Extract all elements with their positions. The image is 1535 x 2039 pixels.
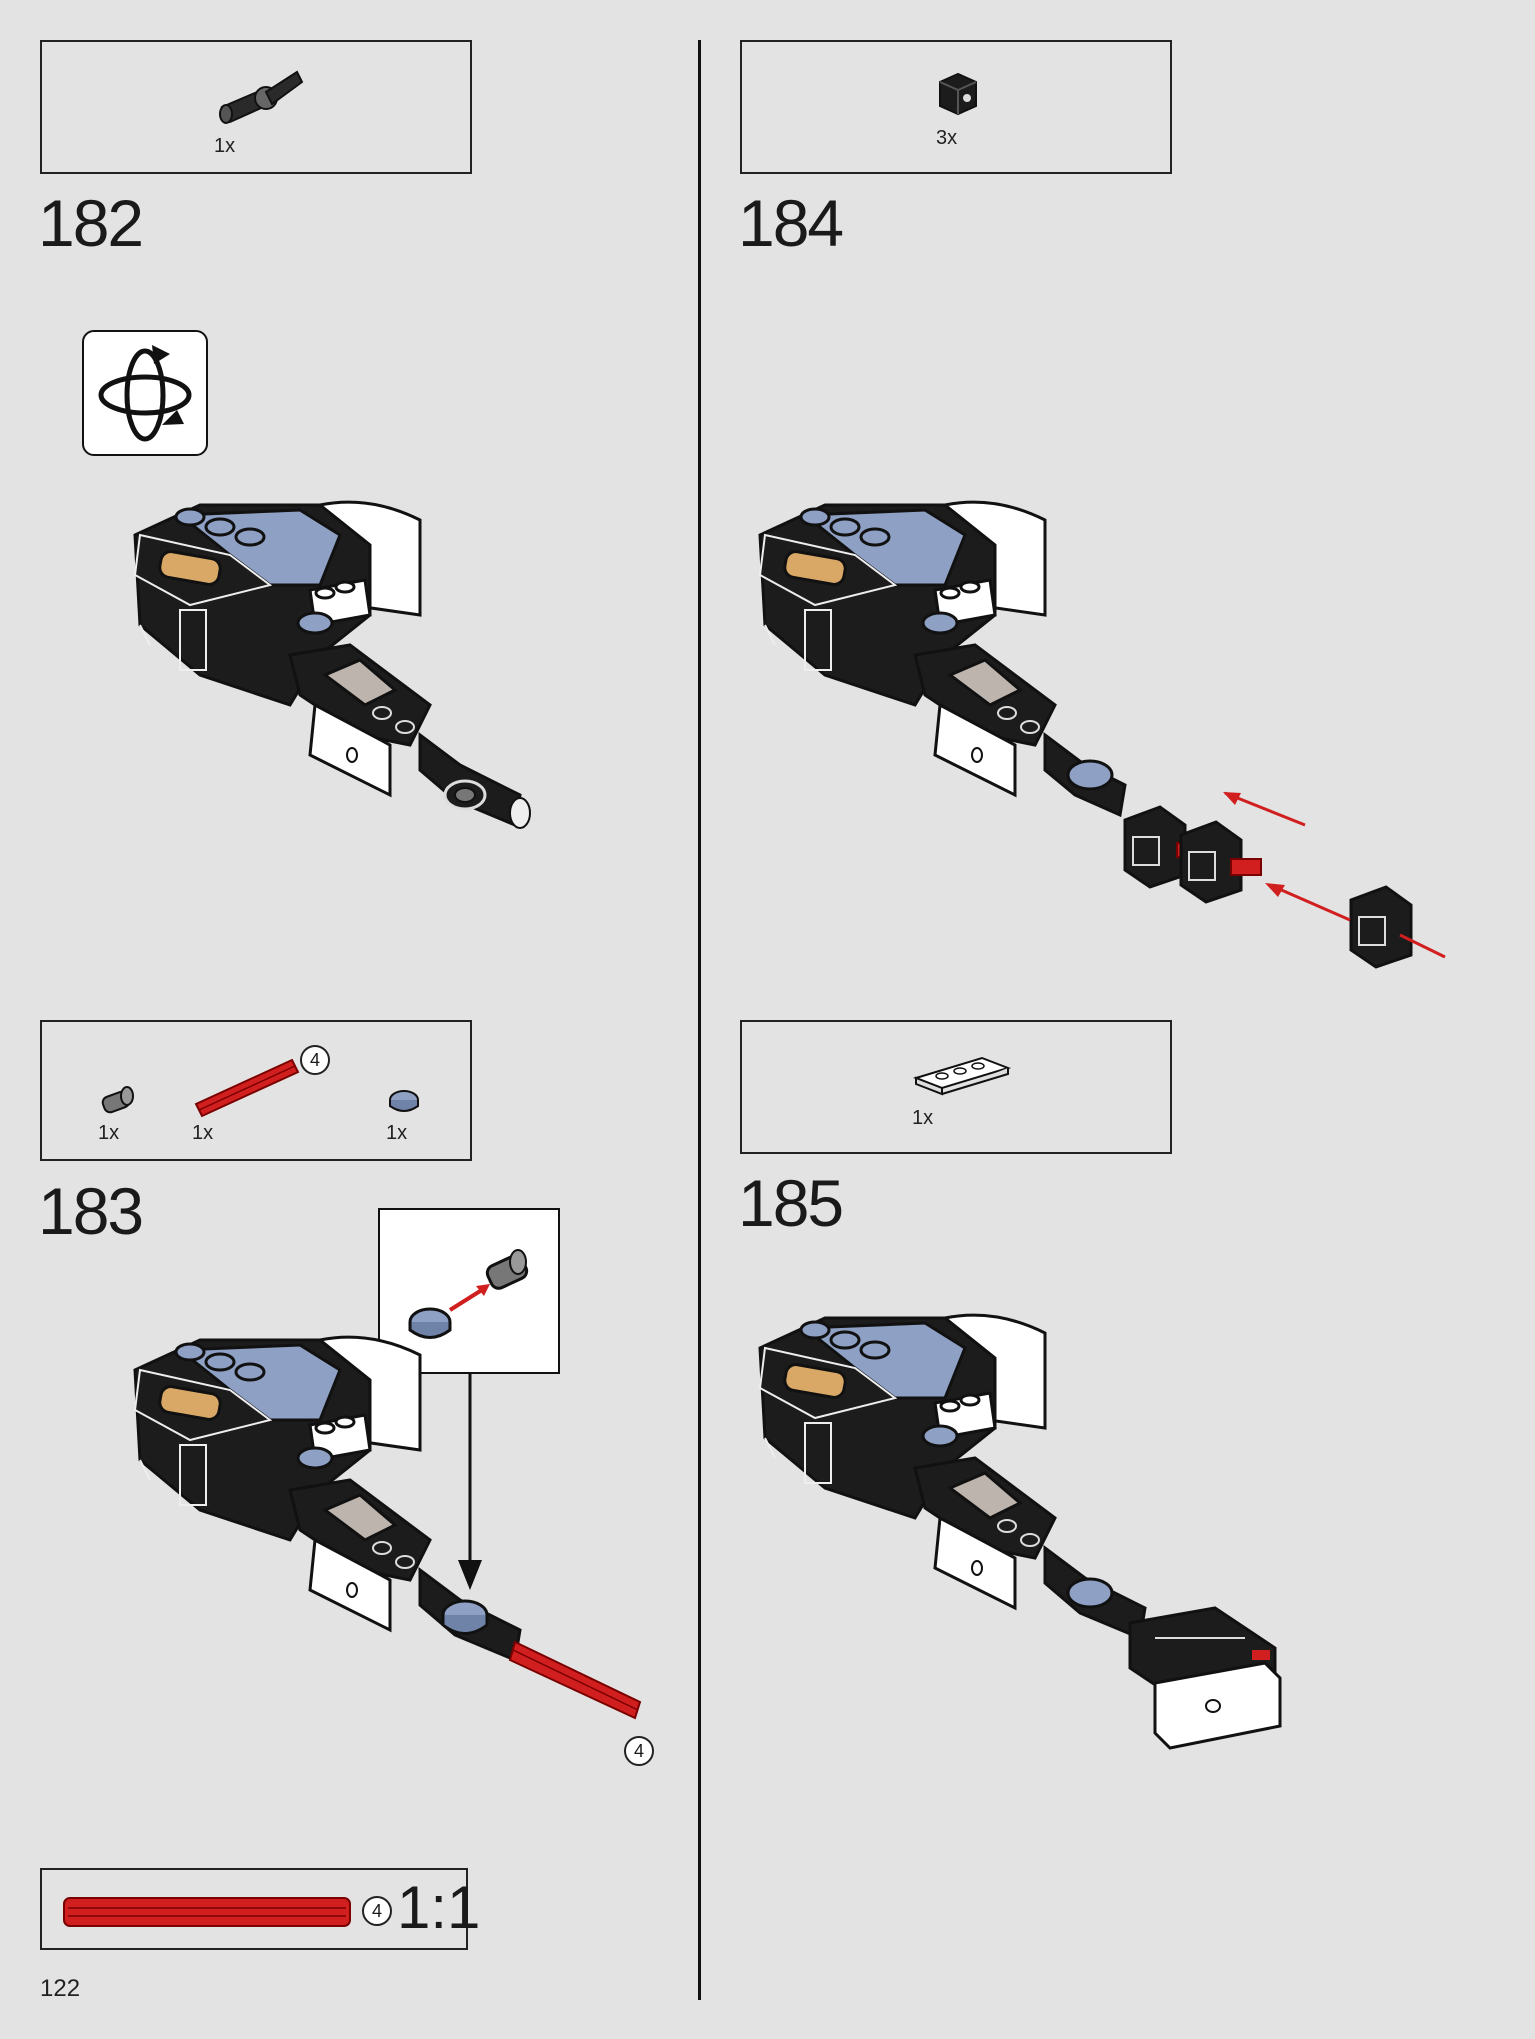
axle-scale-icon bbox=[63, 1897, 351, 1927]
part-qty: 1x bbox=[214, 135, 236, 157]
parts-box-step-183: 1x 4 1x 1x bbox=[40, 1020, 472, 1161]
sub-assembly-callout bbox=[378, 1208, 560, 1374]
bush-icon bbox=[101, 1086, 134, 1114]
connector-icon bbox=[219, 70, 304, 124]
white-plate-icon bbox=[912, 1056, 1012, 1096]
part-qty: 3x bbox=[936, 127, 958, 149]
step-number: 182 bbox=[38, 186, 144, 260]
axle-length-callout: 4 bbox=[300, 1045, 330, 1075]
parts-box-step-184: 3x bbox=[740, 40, 1172, 174]
rotate-arrows-icon bbox=[98, 345, 192, 442]
model-step-184 bbox=[758, 500, 1446, 969]
red-axle-icon bbox=[194, 1058, 300, 1118]
page-number: 122 bbox=[40, 1975, 81, 2002]
parts-box-step-182: 1x bbox=[40, 40, 472, 174]
axle-length-callout: 4 bbox=[362, 1896, 392, 1926]
round-tile-icon bbox=[389, 1090, 419, 1112]
part-qty: 1x bbox=[912, 1107, 934, 1129]
part-qty: 1x bbox=[98, 1122, 120, 1144]
column-divider bbox=[698, 40, 701, 2000]
part-qty: 1x bbox=[386, 1122, 408, 1144]
tile-onto-bush-icon bbox=[408, 1249, 529, 1339]
step-number: 183 bbox=[38, 1174, 144, 1248]
step-number: 185 bbox=[738, 1166, 844, 1240]
step-number: 184 bbox=[738, 186, 844, 260]
rotate-model-icon bbox=[82, 330, 208, 456]
model-step-185 bbox=[758, 1313, 1282, 1750]
model-step-183 bbox=[133, 1335, 642, 1720]
axle-length-callout: 4 bbox=[624, 1736, 654, 1766]
scale-reference-box: 4 1:1 bbox=[40, 1868, 480, 1950]
scale-ratio: 1:1 bbox=[397, 1874, 481, 1941]
parts-box-step-185: 1x bbox=[740, 1020, 1172, 1154]
model-step-182 bbox=[133, 500, 531, 829]
part-qty: 1x bbox=[192, 1122, 214, 1144]
black-brick-icon bbox=[939, 72, 977, 116]
